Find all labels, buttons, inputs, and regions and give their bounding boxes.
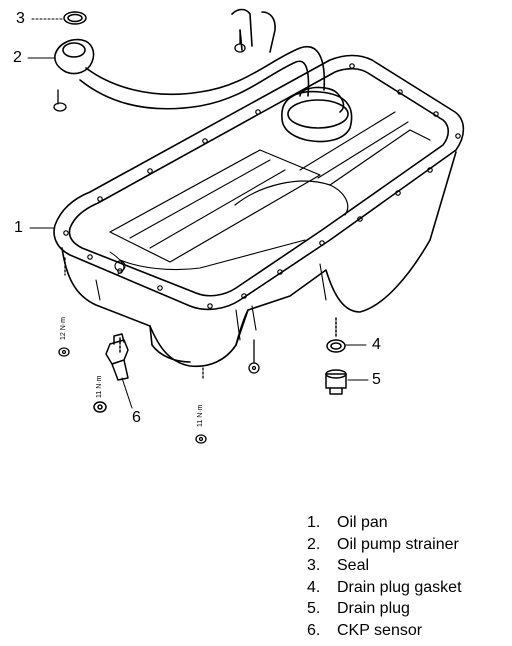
pan-bolt-center [195,367,207,444]
legend-item: 6. CKP sensor [307,620,462,642]
legend-item: 2. Oil pump strainer [307,534,462,556]
seal-drawing [63,11,87,25]
pan-bolt-left [58,257,70,357]
legend-item: 3. Seal [307,555,462,577]
legend-number: 1. [307,514,321,531]
callout-2: 2 [13,49,22,66]
torque-mark-sensor: 11 N·m [96,375,103,398]
callout-1: 1 [14,219,23,236]
legend-number: 6. [307,621,321,639]
flange-bolt-holes [63,63,461,309]
legend-number: 3. [307,557,321,575]
pan-bolt-right [248,339,260,374]
legend-number: 5. [307,600,321,618]
legend-text: Oil pump strainer [337,535,459,553]
strainer-bolts [53,29,246,112]
legend-number: 2. [307,535,321,553]
legend-text: Drain plug [337,600,410,618]
callout-6: 6 [132,409,141,426]
legend-text: Seal [337,557,370,575]
callout-4: 4 [372,336,381,353]
parts-legend: 1. Oil pan 2. Oil pump strainer 3. Seal 4. D… [307,512,462,642]
torque-mark-left: 12 N·m [60,317,67,340]
legend-text: CKP sensor [337,621,423,639]
legend-item: 4. Drain plug gasket [307,577,462,599]
legend-number: 4. [307,578,321,596]
callout-5: 5 [372,371,381,388]
legend-text: Oil pan [337,514,388,531]
drain-plug-drawing [325,369,347,395]
legend-item: 1. Oil pan [307,512,462,534]
oil-pump-strainer-drawing [54,8,353,143]
leader-lines [27,18,369,409]
legend-item: 5. Drain plug [307,598,462,620]
ckp-sensor-drawing [93,333,129,413]
oil-pan-drawing [53,54,465,368]
torque-mark-center: 11 N·m [197,404,204,427]
legend-text: Drain plug gasket [337,578,462,596]
callout-3: 3 [16,10,25,27]
drain-plug-gasket-drawing [326,317,346,353]
